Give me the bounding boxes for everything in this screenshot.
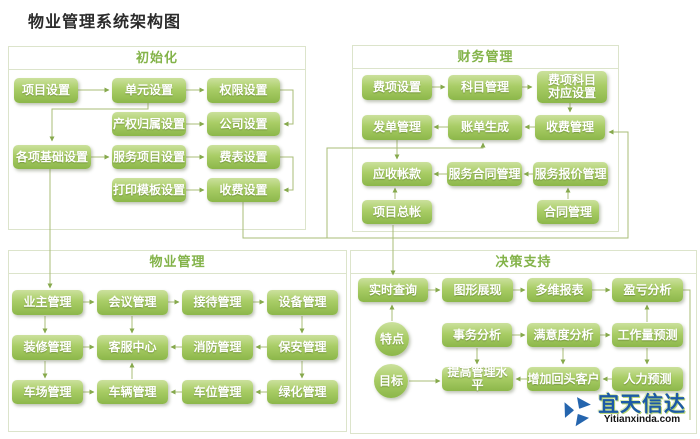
- node-profit-loss-analysis: 盈亏分析: [612, 278, 683, 302]
- section-decision-title: 决策支持: [351, 251, 696, 274]
- node-vehicle-management: 车辆管理: [97, 380, 168, 404]
- section-property-title: 物业管理: [9, 251, 346, 274]
- node-bill-generation: 账单生成: [448, 115, 522, 140]
- node-owner-management: 业主管理: [12, 290, 83, 315]
- node-permission-setup: 权限设置: [207, 78, 280, 103]
- watermark-domain: Yitianxinda.com: [603, 414, 681, 425]
- node-basic-setup: 各项基础设置: [13, 145, 91, 169]
- node-receivables: 应收帐款: [362, 162, 432, 186]
- node-ownership-setup: 产权归属设置: [112, 112, 186, 136]
- node-multidim-report: 多维报表: [527, 278, 592, 302]
- node-realtime-query: 实时查询: [358, 278, 428, 302]
- node-greening-management: 绿化管理: [267, 380, 338, 404]
- node-hr-forecast: 人力预测: [612, 367, 683, 391]
- section-finance-title: 财务管理: [353, 46, 618, 69]
- section-initialization-title: 初始化: [9, 47, 305, 70]
- section-initialization: 初始化: [8, 46, 306, 230]
- node-decoration-management: 装修管理: [12, 335, 83, 360]
- node-transaction-analysis: 事务分析: [442, 323, 512, 347]
- node-meeting-management: 会议管理: [97, 290, 168, 315]
- node-workload-forecast: 工作量预测: [612, 323, 683, 347]
- node-company-setup: 公司设置: [207, 112, 280, 136]
- node-fee-item-setup: 费项设置: [362, 75, 432, 100]
- node-invoice-management: 发单管理: [362, 115, 432, 140]
- node-subject-management: 科目管理: [448, 75, 522, 100]
- node-fire-management: 消防管理: [182, 335, 253, 360]
- node-satisfaction-analysis: 满意度分析: [527, 323, 600, 347]
- node-parking-space-management: 车位管理: [182, 380, 253, 404]
- node-project-setup: 项目设置: [14, 78, 78, 103]
- node-equipment-management: 设备管理: [267, 290, 338, 315]
- node-customer-service-center: 客服中心: [97, 335, 168, 360]
- node-parking-lot-management: 车场管理: [12, 380, 83, 404]
- watermark: 宜天信达 Yitianxinda.com: [558, 394, 700, 430]
- node-charge-setup: 收费设置: [207, 178, 280, 202]
- node-contract-management: 合同管理: [537, 200, 599, 224]
- node-service-item-setup: 服务项目设置: [112, 145, 186, 169]
- node-feature: 特点: [375, 322, 409, 356]
- node-project-ledger: 项目总帐: [362, 200, 432, 224]
- node-repeat-customers: 增加回头客户: [527, 367, 600, 391]
- yitianxinda-pinwheel-logo-icon: [564, 397, 591, 427]
- node-service-quote-management: 服务报价管理: [533, 162, 608, 186]
- page-title: 物业管理系统架构图: [28, 14, 182, 31]
- node-security-management: 保安管理: [267, 335, 338, 360]
- node-service-contract-management: 服务合同管理: [447, 162, 522, 186]
- node-graphic-display: 图形展现: [442, 278, 513, 302]
- node-improve-management: 提高管理水平: [442, 366, 513, 392]
- node-fee-subject-mapping: 费项科目 对应设置: [537, 71, 607, 103]
- watermark-brand: 宜天信达: [598, 393, 686, 416]
- node-print-template-setup: 打印模板设置: [112, 178, 186, 202]
- node-unit-setup: 单元设置: [112, 78, 186, 103]
- node-fee-table-setup: 费表设置: [207, 145, 280, 169]
- node-charge-management: 收费管理: [535, 115, 605, 140]
- node-reception-management: 接待管理: [182, 290, 253, 315]
- node-goal: 目标: [374, 364, 408, 398]
